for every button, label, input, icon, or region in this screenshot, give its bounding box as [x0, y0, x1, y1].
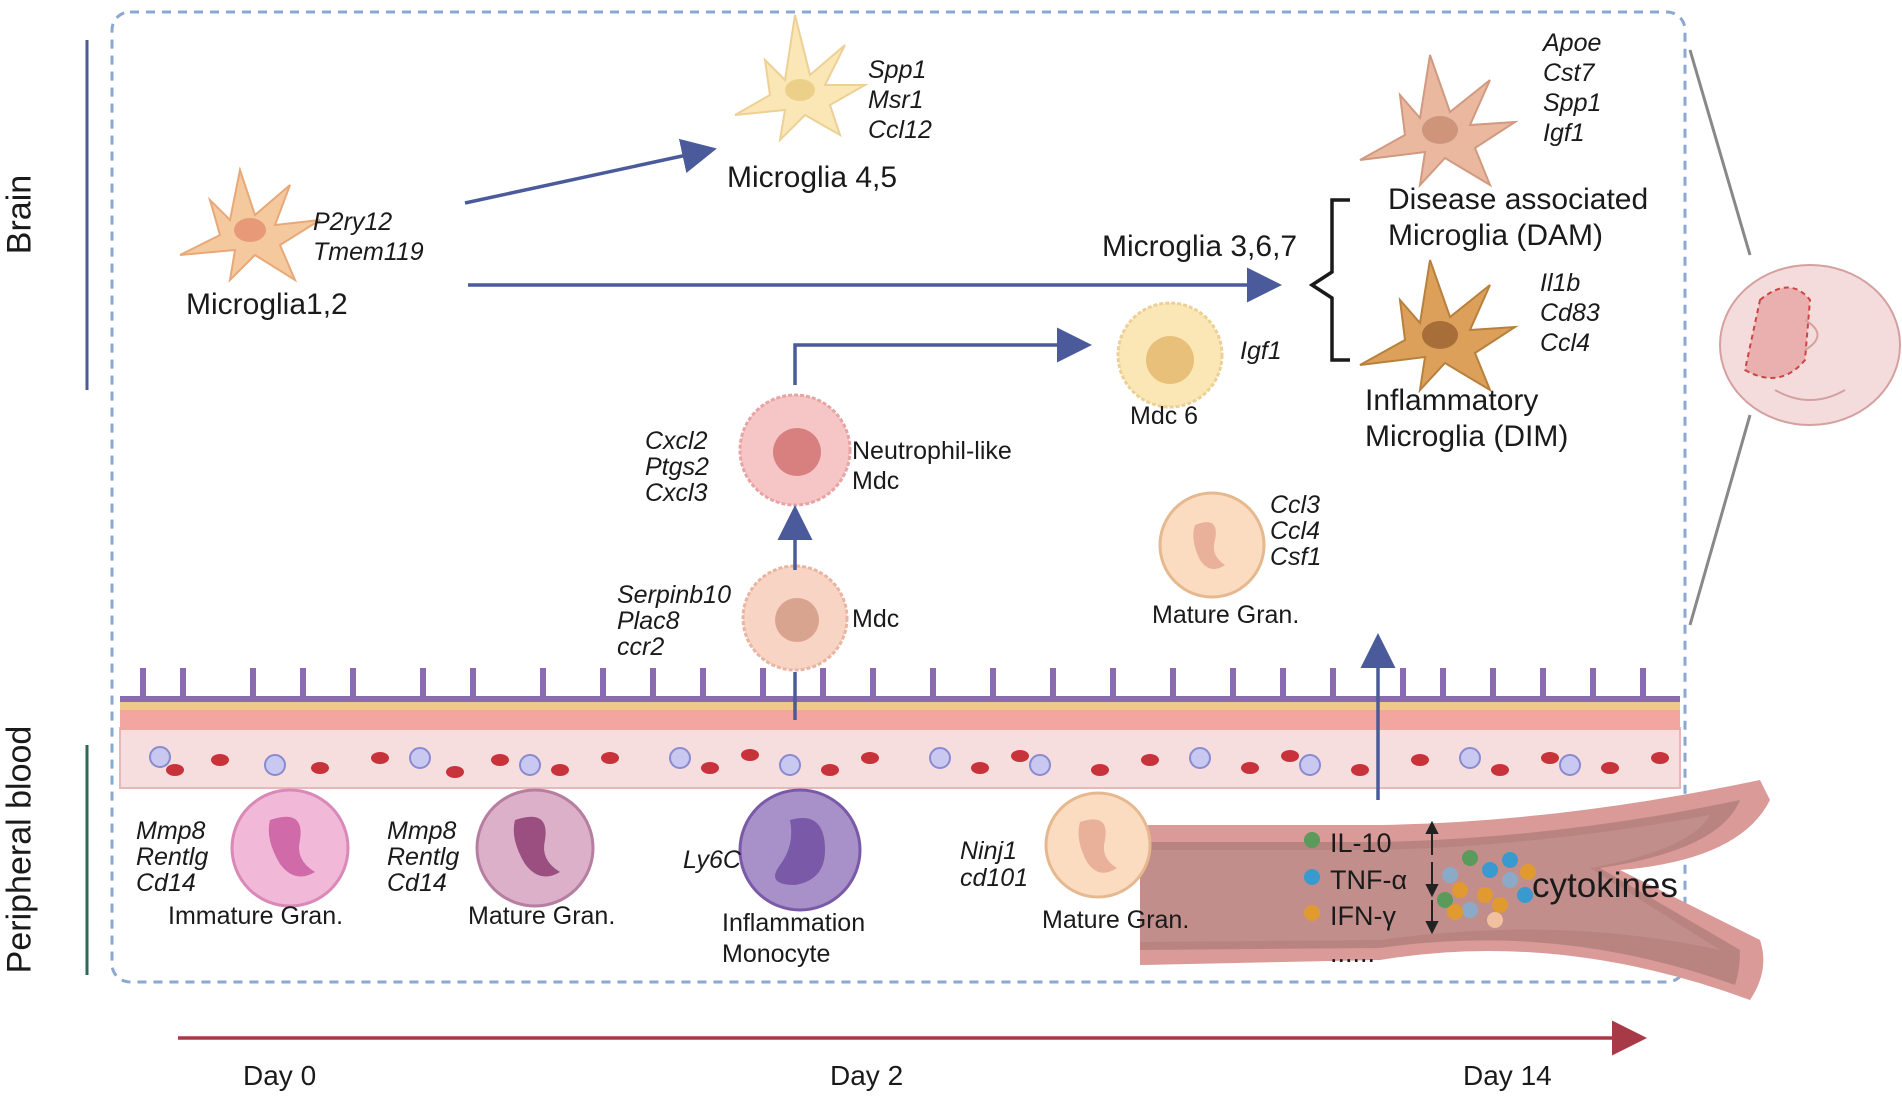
brain-region-label: Brain — [0, 174, 39, 255]
day-14-label: Day 14 — [1463, 1060, 1552, 1091]
gene-label: ccr2 — [617, 633, 665, 661]
cytokines-title: cytokines — [1532, 866, 1678, 905]
inflammation-monocyte-genes: Ly6C — [683, 846, 741, 874]
dim-label: Inflammatory Microglia (DIM) — [1365, 383, 1568, 455]
gene-label: Cd14 — [136, 869, 196, 897]
gene-label: Ninj1 — [960, 837, 1017, 865]
blood-vessel — [1140, 780, 1770, 1000]
neutrophil-mdc-label: Neutrophil-like Mdc — [852, 436, 1012, 496]
gene-label: Msr1 — [868, 86, 924, 114]
microglia12-genes: P2ry12 Tmem119 — [313, 207, 424, 267]
cytokine-more: ...... — [1330, 937, 1376, 968]
dim-label-line2: Microglia (DIM) — [1365, 420, 1569, 453]
microglia45-label: Microglia 4,5 — [727, 161, 898, 194]
immature-gran-genes: Mmp8 Rentlg Cd14 — [136, 818, 208, 896]
mature-gran-brain-cell — [1158, 491, 1266, 599]
gene-label: Ccl12 — [868, 116, 932, 144]
neutrophil-mdc-label-line1: Neutrophil-like — [852, 437, 1012, 465]
mdc-cell — [741, 564, 849, 672]
cytokine-tnfa: TNF-α — [1330, 864, 1408, 895]
mdc-label: Mdc — [852, 605, 900, 633]
gene-label: Apoe — [1543, 29, 1602, 57]
gene-label: Spp1 — [868, 56, 927, 84]
vessel-wall-band — [119, 668, 1681, 789]
day-2-label: Day 2 — [830, 1060, 904, 1091]
gene-label: Cd83 — [1540, 299, 1600, 327]
gene-label: Tmem119 — [313, 238, 424, 266]
gene-label: Ptgs2 — [645, 453, 709, 481]
dashed-frame — [110, 10, 1687, 984]
gene-label: Spp1 — [1543, 89, 1602, 117]
neutrophil-mdc-cell — [738, 393, 852, 507]
mdc6-genes: Igf1 — [1240, 337, 1282, 365]
cytokine-cluster — [1437, 850, 1536, 928]
dam-genes: Apoe Cst7 Spp1 Igf1 — [1543, 28, 1601, 148]
microglia12-cell — [179, 166, 321, 283]
inflammation-monocyte-label-line2: Monocyte — [722, 940, 831, 968]
dim-cell — [1359, 259, 1519, 394]
microglia367-label: Microglia 3,6,7 — [1102, 230, 1298, 263]
gene-label: Serpinb10 — [617, 581, 731, 609]
bracket — [1308, 198, 1350, 362]
microglia45-cell — [734, 14, 869, 143]
cytokine-ifng: IFN-γ — [1330, 901, 1396, 931]
gene-label: Il1b — [1540, 269, 1581, 297]
gene-label: Plac8 — [617, 607, 680, 635]
gene-label: Ccl3 — [1270, 491, 1321, 519]
gene-label: Ccl4 — [1270, 517, 1321, 545]
neutrophil-mdc-label-line2: Mdc — [852, 467, 900, 495]
mdc-genes: Serpinb10 Plac8 ccr2 — [617, 582, 731, 660]
microglia45-genes: Spp1 Msr1 Ccl12 — [868, 55, 932, 145]
gene-label: Cxcl2 — [645, 427, 708, 455]
inflammation-monocyte-label: Inflammation Monocyte — [722, 908, 865, 970]
gene-label: P2ry12 — [313, 208, 393, 236]
mature-gran2-label: Mature Gran. — [1042, 906, 1190, 934]
blood-region-label: Peripheral blood — [0, 725, 39, 974]
dam-label-line2: Microglia (DAM) — [1388, 219, 1604, 252]
gene-label: Rentlg — [387, 843, 460, 871]
dim-label-line1: Inflammatory — [1365, 384, 1539, 417]
mature-gran1-genes: Mmp8 Rentlg Cd14 — [387, 818, 459, 896]
gene-label: Ccl4 — [1540, 329, 1591, 357]
dam-label: Disease associated Microglia (DAM) — [1388, 182, 1648, 254]
cytokine-list: IL-10 TNF-α IFN-γ ...... — [1330, 825, 1407, 971]
mature-gran2-genes: Ninj1 cd101 — [960, 838, 1028, 892]
dim-genes: Il1b Cd83 Ccl4 — [1540, 268, 1600, 358]
immature-gran-label: Immature Gran. — [168, 902, 344, 930]
gene-label: cd101 — [960, 864, 1029, 892]
gene-label: Cxcl3 — [645, 479, 708, 507]
cytokine-updown-arrows — [1425, 820, 1439, 935]
mature-gran2-cell — [1044, 791, 1152, 899]
mdc6-label: Mdc 6 — [1130, 402, 1199, 430]
gene-label: Cst7 — [1543, 59, 1595, 87]
gene-label: Cd14 — [387, 869, 447, 897]
gene-label: Igf1 — [1543, 119, 1585, 147]
neutrophil-mdc-genes: Cxcl2 Ptgs2 Cxcl3 — [645, 428, 709, 506]
inflammation-monocyte-label-line1: Inflammation — [722, 909, 866, 937]
microglia12-label: Microglia1,2 — [186, 288, 348, 321]
gene-label: Rentlg — [136, 843, 209, 871]
mature-gran-brain-label: Mature Gran. — [1152, 601, 1300, 629]
mature-gran1-cell — [475, 788, 595, 908]
immature-gran-cell — [230, 788, 350, 908]
day-0-label: Day 0 — [243, 1060, 317, 1091]
zoom-line-top — [1688, 49, 1752, 256]
mature-gran-brain-genes: Ccl3 Ccl4 Csf1 — [1270, 492, 1321, 570]
mature-gran1-label: Mature Gran. — [468, 902, 616, 930]
cytokine-il10: IL-10 — [1330, 828, 1392, 858]
arrow-to-mdc6 — [793, 327, 1092, 385]
gene-label: Csf1 — [1270, 543, 1322, 571]
dam-label-line1: Disease associated — [1388, 183, 1649, 216]
brain-section-icon — [1719, 264, 1901, 426]
mdc6-cell — [1116, 301, 1224, 409]
cytokine-bullets — [1304, 832, 1320, 921]
gene-label: Mmp8 — [136, 817, 206, 845]
zoom-line-bottom — [1688, 414, 1752, 626]
inflammation-monocyte-cell — [738, 788, 862, 912]
gene-label: Mmp8 — [387, 817, 457, 845]
dam-cell — [1359, 54, 1519, 189]
arrow-to-microglia45 — [464, 138, 717, 205]
